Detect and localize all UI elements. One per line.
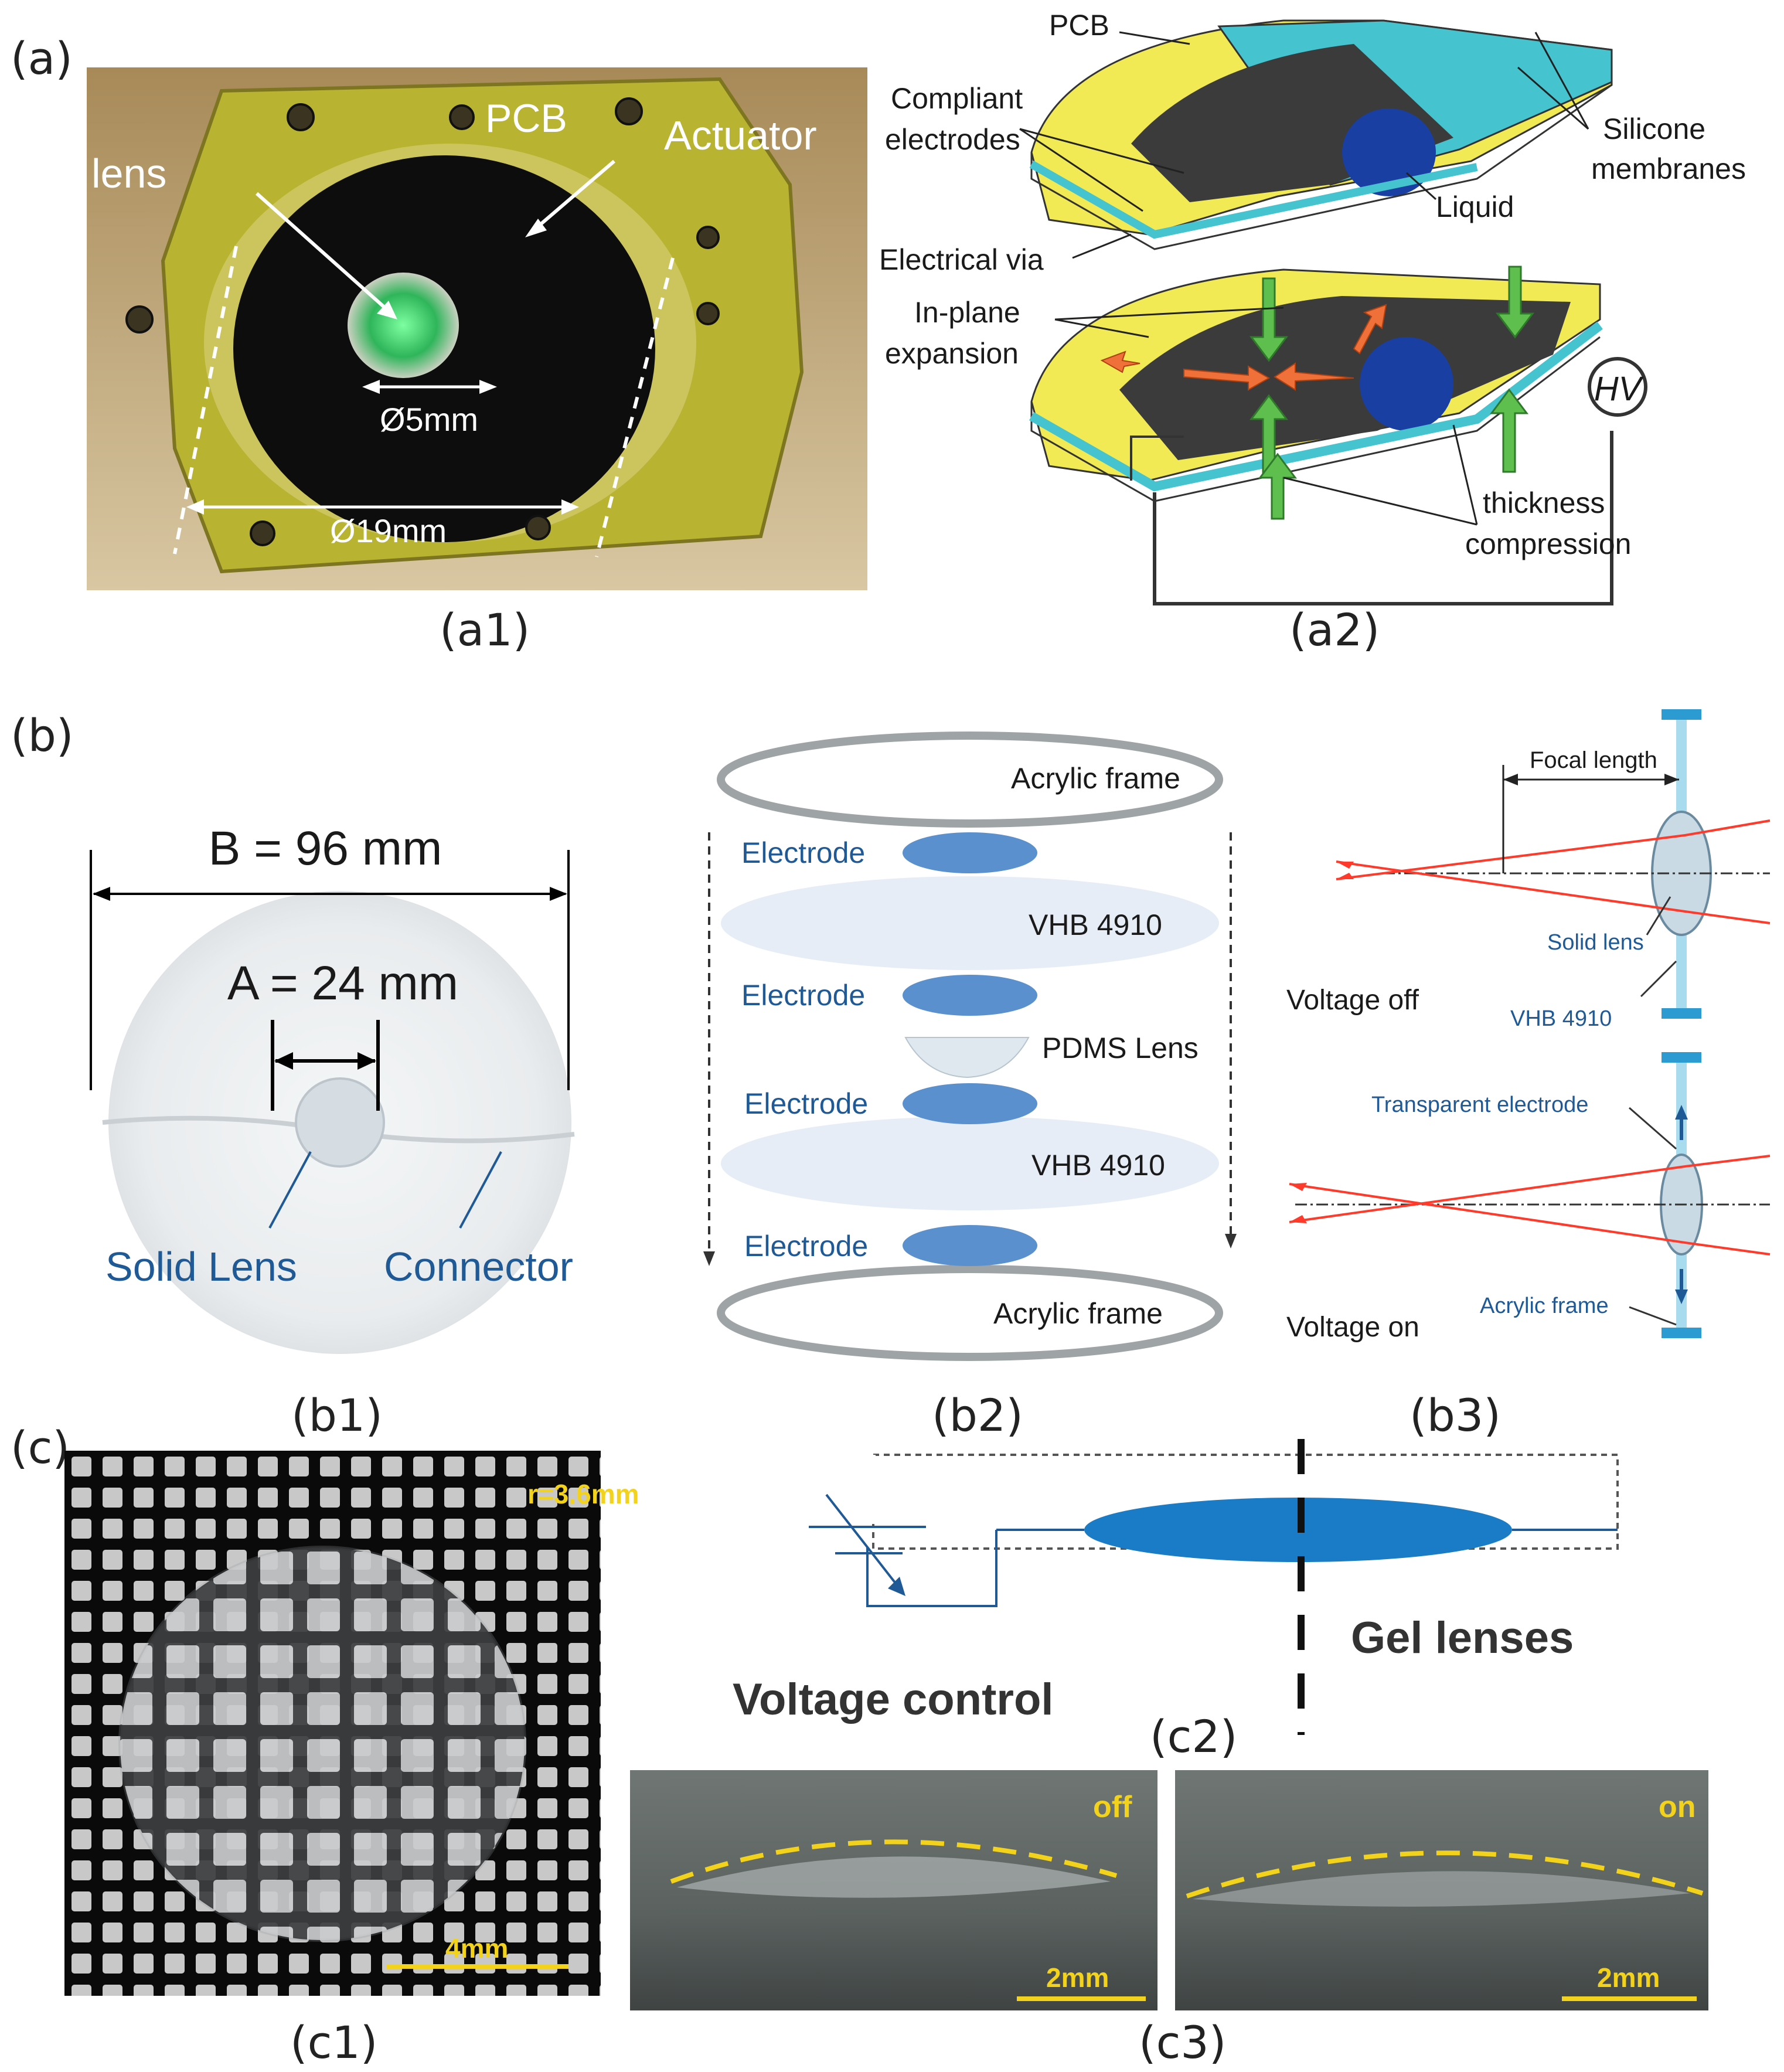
b2-electrode-3-label: Electrode (744, 1087, 868, 1120)
c1-radius-label: r=3.6mm (527, 1479, 639, 1509)
b2-pdms-label: PDMS Lens (1042, 1032, 1199, 1064)
b3-voltage-off-label: Voltage off (1286, 985, 1419, 1016)
panel-label-a: (a) (11, 32, 73, 84)
b3-transparent-electrode-label: Transparent electrode (1371, 1093, 1588, 1117)
c1-scale-label: 4mm (445, 1933, 508, 1964)
b3-acrylic-frame-label: Acrylic frame (1480, 1294, 1609, 1318)
a2-pcb-label: PCB (1049, 9, 1109, 42)
b1-b-dimension: B = 96 mm (209, 822, 442, 875)
a1-lens-label: lens (91, 151, 166, 196)
caption-a1: (a1) (440, 604, 530, 656)
a1-actuator-label: Actuator (664, 113, 817, 158)
a2-liquid-label: Liquid (1436, 190, 1514, 223)
b2-electrode-2-label: Electrode (741, 979, 865, 1012)
b3-vhb-label: VHB 4910 (1510, 1006, 1612, 1031)
c2-gel-lenses-label: Gel lenses (1351, 1613, 1574, 1663)
a1-pcb-label: PCB (485, 96, 567, 141)
b1-a-dimension: A = 24 mm (227, 957, 458, 1010)
c3-on-label: on (1659, 1790, 1696, 1824)
a2-inplane-label-1: In-plane (914, 296, 1020, 329)
b3-voltage-on-label: Voltage on (1286, 1312, 1419, 1343)
a2-silicone-label-1: Silicone (1603, 113, 1705, 145)
c3-scale-left: 2mm (1046, 1962, 1109, 1993)
b3-solid-lens-label: Solid lens (1547, 930, 1644, 955)
a2-compliant-label-2: electrodes (885, 123, 1020, 156)
photo-b1: B = 96 mm A = 24 mm Solid Lens Connector (90, 822, 575, 1354)
caption-b2: (b2) (932, 1389, 1023, 1441)
photo-c3-off: off 2mm (630, 1770, 1157, 2010)
b1-solid-lens-label: Solid Lens (105, 1244, 297, 1290)
b2-vhb-2-label: VHB 4910 (1031, 1149, 1165, 1182)
c3-scale-right: 2mm (1597, 1962, 1660, 1993)
diagram-a2: HV PCB Compliant electrodes Silicone mem… (879, 9, 1746, 605)
b2-vhb-1-label: VHB 4910 (1029, 909, 1162, 941)
a2-thickness-label-2: compression (1465, 528, 1631, 560)
caption-b3: (b3) (1410, 1389, 1501, 1441)
b3-focal-length-label: Focal length (1530, 747, 1657, 773)
photo-c1: r=3.6mm 4mm (64, 1451, 639, 1996)
caption-c2: (c2) (1150, 1710, 1238, 1763)
a2-silicone-label-2: membranes (1591, 152, 1746, 185)
a2-via-label: Electrical via (879, 243, 1044, 276)
diagram-b2: Acrylic frame Electrode VHB 4910 Electro… (703, 732, 1237, 1361)
diagram-c2: Gel lenses Voltage control (733, 1439, 1619, 1735)
b1-connector-label: Connector (384, 1244, 573, 1290)
caption-c3: (c3) (1139, 2016, 1227, 2068)
photo-a1: PCB Actuator lens Ø5mm Ø19mm (87, 67, 867, 590)
panel-label-c: (c) (11, 1421, 70, 1474)
a1-diameter-small: Ø5mm (380, 401, 478, 438)
a2-thickness-label-1: thickness (1483, 486, 1605, 519)
b2-electrode-1-label: Electrode (741, 836, 865, 869)
a2-hv-label: HV (1594, 370, 1645, 408)
b2-frame-bottom-label: Acrylic frame (993, 1297, 1163, 1330)
caption-a2: (a2) (1289, 604, 1380, 656)
caption-b1: (b1) (291, 1389, 383, 1441)
c2-voltage-control-label: Voltage control (733, 1675, 1054, 1724)
photo-c3-on: on 2mm (1175, 1770, 1708, 2010)
panel-label-b: (b) (11, 709, 74, 761)
c3-off-label: off (1093, 1790, 1132, 1824)
a1-diameter-large: Ø19mm (330, 512, 447, 549)
b2-electrode-4-label: Electrode (744, 1230, 868, 1263)
a2-inplane-label-2: expansion (885, 337, 1019, 370)
a2-compliant-label-1: Compliant (891, 82, 1023, 115)
diagram-b3: Focal length Solid lens VHB 4910 Voltage… (1286, 709, 1771, 1343)
b2-frame-top-label: Acrylic frame (1011, 762, 1180, 795)
caption-c1: (c1) (290, 2016, 378, 2068)
